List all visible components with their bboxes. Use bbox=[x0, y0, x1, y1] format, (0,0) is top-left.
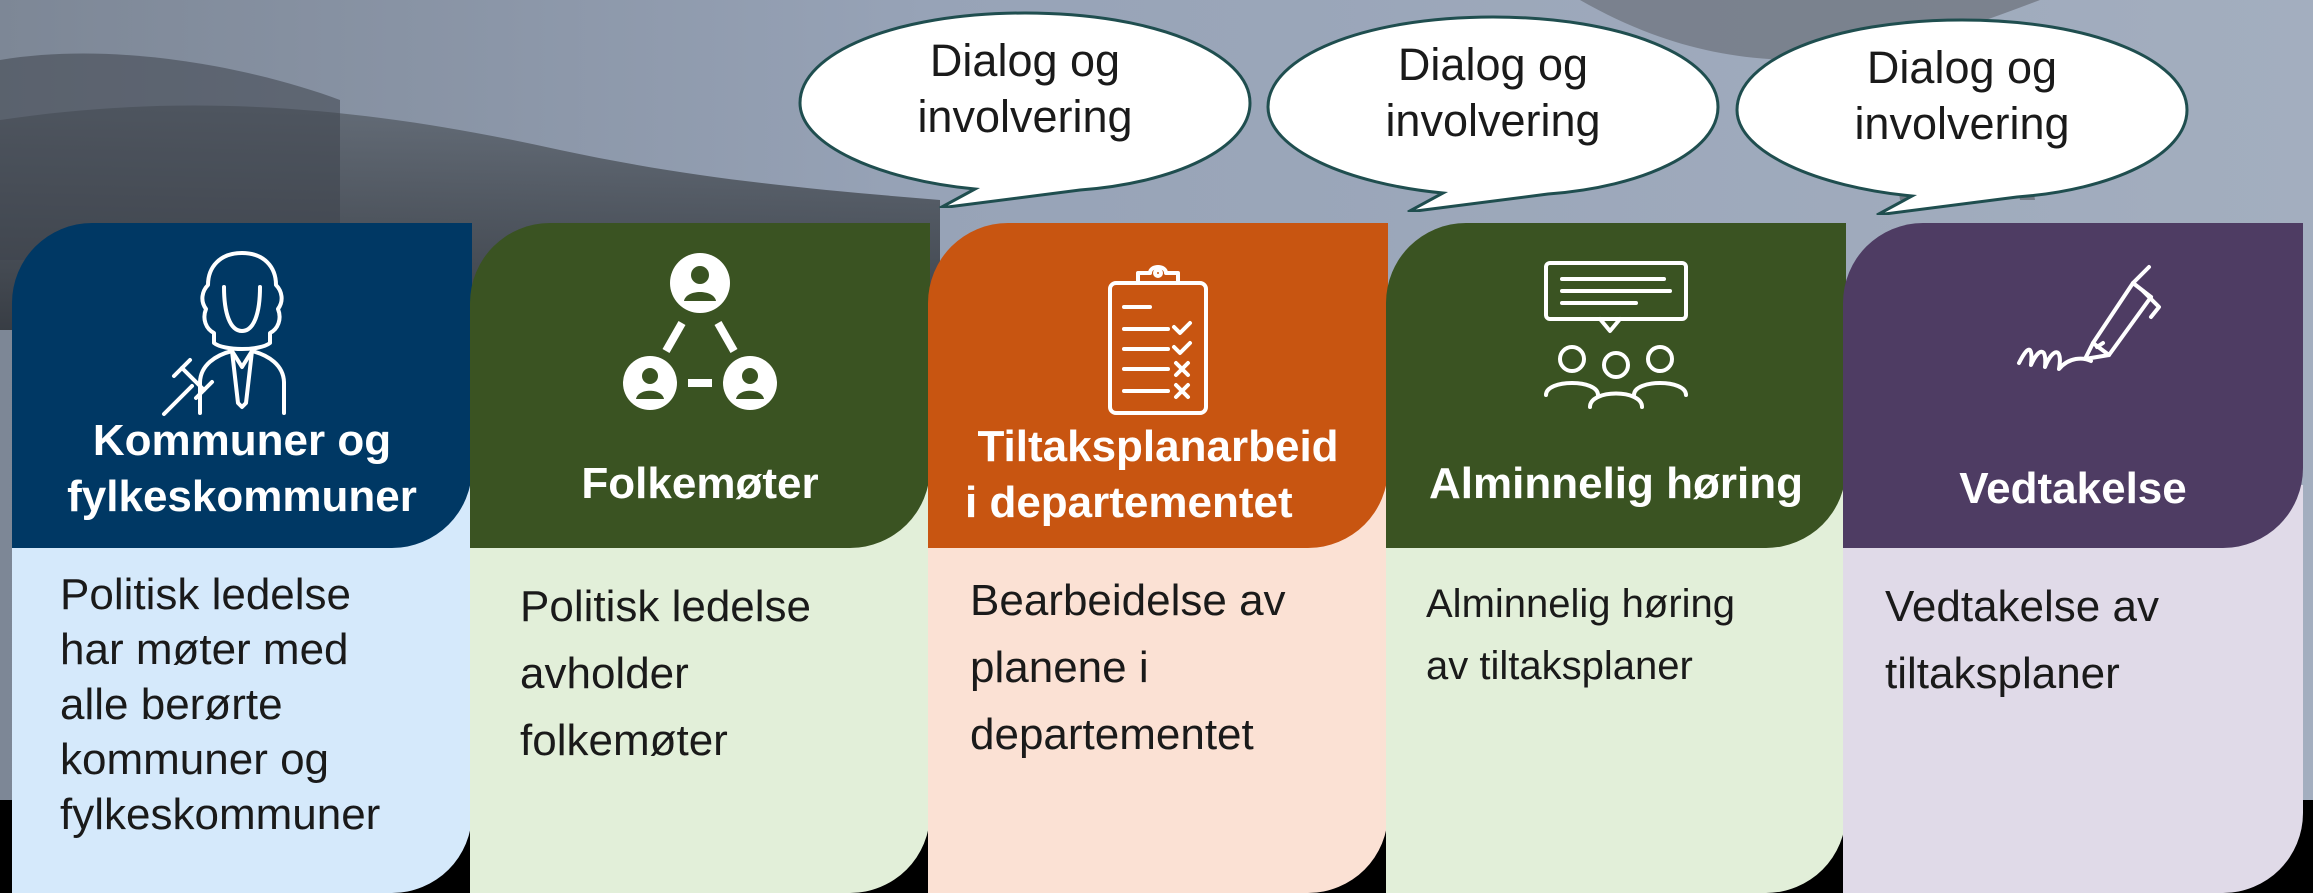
step-title-line: Tiltaksplanarbeid bbox=[977, 422, 1339, 471]
people-network-icon bbox=[623, 253, 777, 410]
bubble-text-line1: Dialog og bbox=[1866, 42, 2058, 93]
step-description-line: Alminnelig høring bbox=[1426, 582, 1736, 626]
bubble-text-line2: involvering bbox=[1385, 95, 1601, 146]
step-description-line: har møter med bbox=[60, 625, 349, 674]
step-title-line: i departementet bbox=[965, 478, 1293, 527]
bubble-text-line1: Dialog og bbox=[929, 35, 1121, 86]
step-header: Tiltaksplanarbeid i departementet bbox=[928, 223, 1388, 548]
step-title: Alminnelig høring bbox=[1386, 456, 1846, 512]
step-header: Folkemøter bbox=[470, 223, 930, 548]
step-description-line: avholder bbox=[520, 649, 689, 698]
step-body: Bearbeidelse av planene i departementet bbox=[928, 485, 1388, 893]
dialog-bubble: Dialog og involvering bbox=[1727, 15, 2197, 215]
step-description-line: av tiltaksplaner bbox=[1426, 644, 1693, 688]
step-title: Vedtakelse bbox=[1843, 461, 2303, 517]
step-header: Kommuner og fylkeskommuner bbox=[12, 223, 472, 548]
step-title-line: Folkemøter bbox=[581, 459, 819, 508]
step-header: Vedtakelse bbox=[1843, 223, 2303, 548]
step-description-line: alle berørte bbox=[60, 680, 283, 729]
step-header: Alminnelig høring bbox=[1386, 223, 1846, 548]
bubble-text-line1: Dialog og bbox=[1397, 39, 1589, 90]
clipboard-checklist-icon bbox=[1108, 265, 1208, 415]
step-description: Politisk ledelse avholder folkemøter bbox=[520, 573, 811, 774]
step-description-line: Bearbeidelse av bbox=[970, 576, 1286, 625]
step-title: Folkemøter bbox=[470, 456, 930, 512]
step-description-line: planene i bbox=[970, 643, 1149, 692]
step-card-folkemoter: Folkemøter Politisk ledelse avholder fol… bbox=[470, 223, 930, 893]
step-title-line: Vedtakelse bbox=[1959, 464, 2187, 513]
step-title: Tiltaksplanarbeid i departementet bbox=[928, 419, 1388, 531]
step-card-vedtakelse: Vedtakelse Vedtakelse av tiltaksplaner bbox=[1843, 223, 2303, 893]
step-description: Alminnelig høring av tiltaksplaner bbox=[1426, 573, 1735, 697]
bubble-text-line2: involvering bbox=[1854, 98, 2070, 149]
step-description: Politisk ledelse har møter med alle berø… bbox=[60, 567, 380, 842]
step-description-line: folkemøter bbox=[520, 716, 728, 765]
dialog-bubble: Dialog og involvering bbox=[790, 8, 1260, 208]
step-description: Bearbeidelse av planene i departementet bbox=[970, 567, 1286, 768]
step-body: Vedtakelse av tiltaksplaner bbox=[1843, 485, 2303, 893]
step-title: Kommuner og fylkeskommuner bbox=[12, 413, 472, 525]
step-description-line: Politisk ledelse bbox=[60, 570, 352, 619]
step-description-line: Politisk ledelse bbox=[520, 582, 812, 631]
step-title-line: Alminnelig høring bbox=[1429, 459, 1803, 508]
step-card-tiltaksplanarbeid: Tiltaksplanarbeid i departementet Bearbe… bbox=[928, 223, 1388, 893]
step-card-alminnelig-horing: Alminnelig høring Alminnelig høring av t… bbox=[1386, 223, 1846, 893]
step-description-line: fylkeskommuner bbox=[60, 790, 381, 839]
step-title-line: Kommuner og bbox=[92, 416, 392, 465]
fountain-pen-signature-icon bbox=[2017, 265, 2161, 371]
step-title-line: fylkeskommuner bbox=[67, 472, 417, 521]
step-description-line: tiltaksplaner bbox=[1885, 649, 2120, 698]
step-description-line: departementet bbox=[970, 710, 1254, 759]
step-card-kommuner: Kommuner og fylkeskommuner Politisk lede… bbox=[12, 223, 472, 893]
step-body: Politisk ledelse avholder folkemøter bbox=[470, 485, 930, 893]
step-body: Politisk ledelse har møter med alle berø… bbox=[12, 485, 472, 893]
bubble-text-line2: involvering bbox=[917, 91, 1133, 142]
step-body: Alminnelig høring av tiltaksplaner bbox=[1386, 485, 1846, 893]
dialog-bubble: Dialog og involvering bbox=[1258, 12, 1728, 212]
meeting-presentation-icon bbox=[1544, 261, 1688, 409]
step-description: Vedtakelse av tiltaksplaner bbox=[1885, 573, 2159, 707]
judge-icon bbox=[162, 251, 286, 416]
step-description-line: kommuner og bbox=[60, 735, 330, 784]
step-description-line: Vedtakelse av bbox=[1885, 582, 2159, 631]
